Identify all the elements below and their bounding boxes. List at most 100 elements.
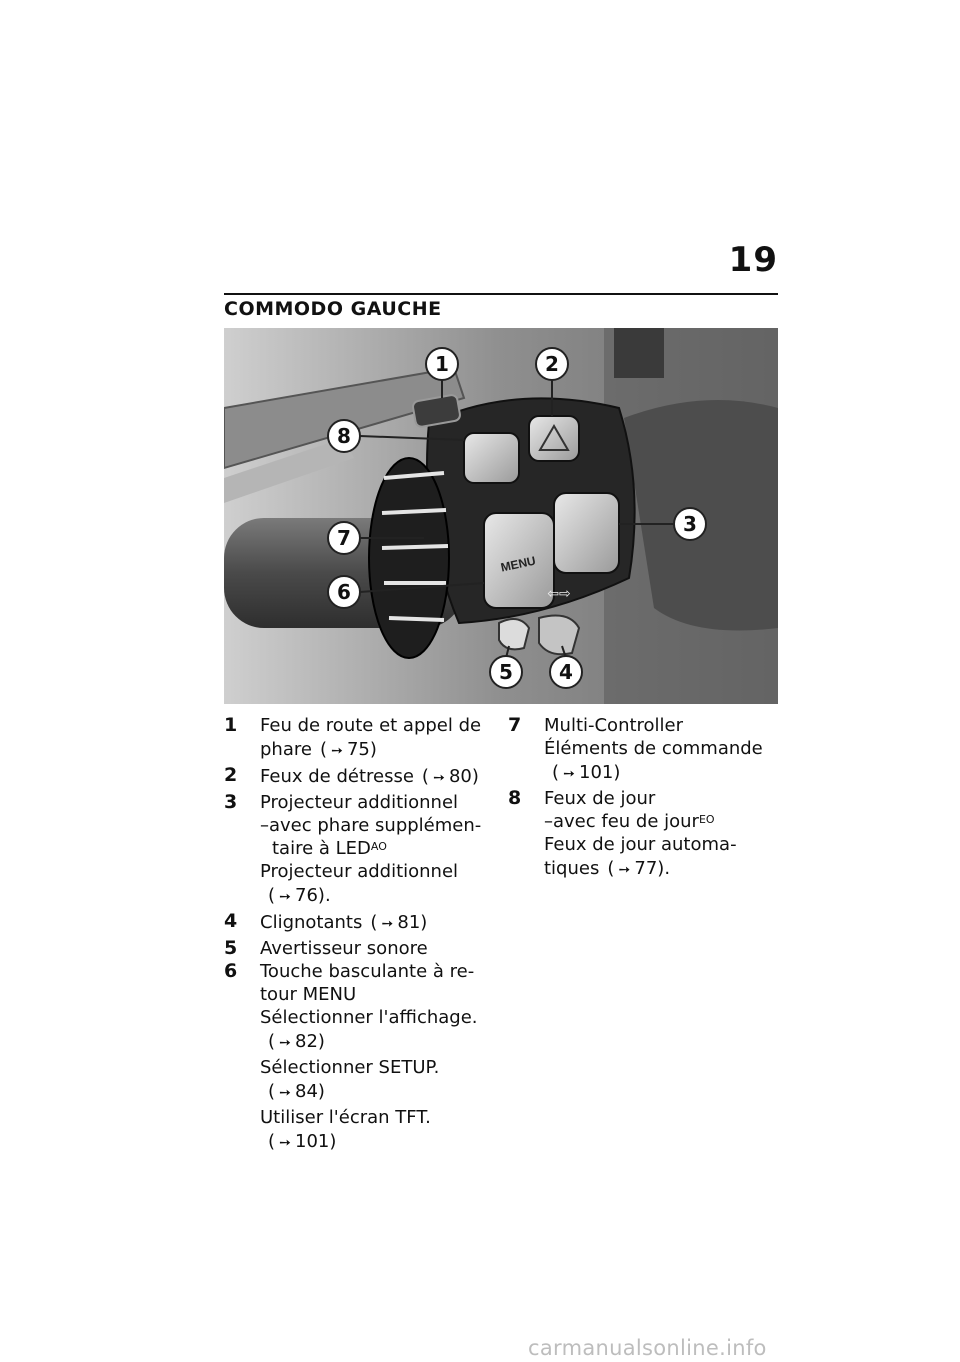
legend-line-text: Avertisseur sonore [260, 938, 428, 959]
legend-line-text: phare [260, 739, 312, 760]
legend-line: (➙101) [544, 760, 778, 787]
page-reference-number: 75) [346, 739, 377, 760]
callout-6: 6 [337, 580, 351, 604]
page-reference-link[interactable]: (➙77). [607, 856, 670, 883]
legend-item-number: 7 [508, 714, 522, 736]
daytime-light-button [463, 432, 520, 484]
legend-left-column: 1 Feu de route et appel de phare (➙75) 2 Feux… [224, 714, 494, 1156]
page-reference-arrow-icon: ➙ [279, 1135, 291, 1151]
page-reference-number: 81) [397, 912, 428, 933]
legend-line: Feux de détresse (➙80) [260, 764, 494, 791]
legend-item-number: 5 [224, 937, 238, 959]
page-reference-number: 77). [634, 858, 671, 879]
legend-line-text: –avec feu de jour [544, 811, 699, 832]
legend-line-text: tour MENU [260, 984, 357, 1005]
legend-line: taire à LEDAO [260, 837, 494, 860]
legend-line-text: Feux de jour automa- [544, 834, 737, 855]
legend-line: Feu de route et appel de [260, 714, 494, 737]
page-reference-link[interactable]: (➙82) [268, 1029, 325, 1056]
legend-line-text: Feux de jour [544, 788, 656, 809]
legend-line: tour MENU [260, 983, 494, 1006]
legend-line-text: Feu de route et appel de [260, 715, 482, 736]
page-reference-arrow-icon: ➙ [279, 1085, 291, 1101]
legend-item-number: 6 [224, 960, 238, 982]
legend-line: (➙82) [260, 1029, 494, 1056]
page-reference-arrow-icon: ➙ [279, 889, 291, 905]
page-reference-link[interactable]: (➙75) [320, 737, 377, 764]
page-reference-link[interactable]: (➙84) [268, 1079, 325, 1106]
turn-signal-arrows: ⇦⇨ [547, 586, 570, 602]
mirror-stem [614, 328, 664, 378]
legend-line-text: Multi-Controller [544, 715, 684, 736]
legend-line-text: Clignotants [260, 912, 363, 933]
legend-line: (➙76). [260, 883, 494, 910]
page-reference-number: 101) [579, 762, 621, 783]
callout-5: 5 [499, 660, 513, 684]
legend-line-text: Utiliser l'écran TFT. [260, 1107, 431, 1128]
callout-8: 8 [337, 424, 351, 448]
page-reference-link[interactable]: (➙76). [268, 883, 331, 910]
legend-line-text: taire à LED [272, 838, 371, 859]
page-reference-link[interactable]: (➙101) [268, 1129, 336, 1156]
callout-3: 3 [683, 512, 697, 536]
legend-line: Touche basculante à re- [260, 960, 494, 983]
legend-line: Éléments de commande [544, 737, 778, 760]
equipment-code: EO [698, 813, 715, 826]
legend-line: Feux de jour automa- [544, 833, 778, 856]
legend-line: Clignotants (➙81) [260, 910, 494, 937]
legend-line: Sélectionner SETUP. [260, 1056, 494, 1079]
auxiliary-light-button [553, 492, 620, 574]
page-reference-number: 80) [448, 766, 479, 787]
hazard-button [528, 415, 580, 462]
menu-rocker-button [483, 512, 555, 609]
legend-line-text: Éléments de commande [544, 738, 763, 759]
legend-line: (➙84) [260, 1079, 494, 1106]
handlebar-controls-figure: MENU ⇦⇨ 1 2 3 4 5 6 7 [224, 328, 778, 704]
headlight-flasher-lever [412, 394, 461, 428]
legend-item-number: 1 [224, 714, 238, 736]
page-reference-arrow-icon: ➙ [279, 1035, 291, 1051]
page-reference-link[interactable]: (➙81) [370, 910, 427, 937]
legend-line-text: tiques [544, 858, 600, 879]
legend-line-text: Sélectionner SETUP. [260, 1057, 440, 1078]
callout-2: 2 [545, 352, 559, 376]
legend-line: –avec phare supplémen- [260, 814, 494, 837]
legend-line-text: Projecteur additionnel [260, 792, 459, 813]
section-title: COMMODO GAUCHE [224, 298, 442, 320]
legend-line-text: Touche basculante à re- [260, 961, 475, 982]
header-rule [224, 293, 778, 295]
page-reference-link[interactable]: (➙101) [552, 760, 620, 787]
legend-line: Projecteur additionnel [260, 791, 494, 814]
legend-item-number: 3 [224, 791, 238, 813]
page-reference-arrow-icon: ➙ [331, 743, 343, 759]
page-reference-arrow-icon: ➙ [563, 766, 575, 782]
callout-7: 7 [337, 526, 351, 550]
page-reference-number: 101) [295, 1131, 337, 1152]
legend-item: 2 Feux de détresse (➙80) [224, 764, 494, 791]
legend-line: Projecteur additionnel [260, 860, 494, 883]
page-reference-arrow-icon: ➙ [618, 862, 631, 878]
callout-1: 1 [435, 352, 449, 376]
page-reference-number: 82) [295, 1031, 325, 1052]
legend-item-number: 2 [224, 764, 238, 786]
legend-item: 5 Avertisseur sonore [224, 937, 494, 960]
page-reference-arrow-icon: ➙ [433, 770, 445, 786]
legend-line-text: Feux de détresse [260, 766, 414, 787]
page-reference-link[interactable]: (➙80) [422, 764, 479, 791]
legend-line-text: Projecteur additionnel [260, 861, 459, 882]
multi-controller-wheel [368, 457, 450, 659]
legend-line: tiques (➙77). [544, 856, 778, 883]
legend-line: Feux de jour [544, 787, 778, 810]
page-reference-arrow-icon: ➙ [381, 916, 394, 932]
watermark-footer: carmanualsonline.info [528, 1336, 767, 1360]
legend-item: 1 Feu de route et appel de phare (➙75) [224, 714, 494, 764]
legend-line-text: Sélectionner l'affichage. [260, 1007, 478, 1028]
legend-line: –avec feu de jourEO [544, 810, 778, 833]
equipment-code: AO [370, 840, 387, 853]
legend-line: Avertisseur sonore [260, 937, 494, 960]
